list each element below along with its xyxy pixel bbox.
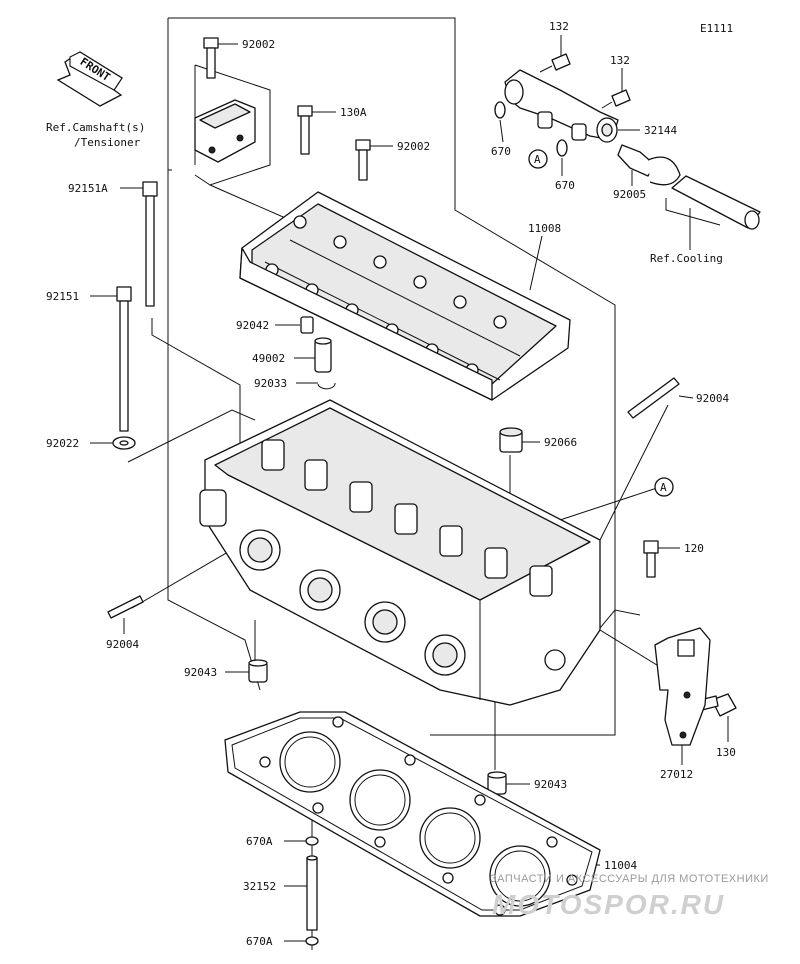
part-label-670A-top: 670A [246,835,273,848]
watermark-tagline: ЗАПЧАСТИ И АКСЕССУАРЫ ДЛЯ МОТОТЕХНИКИ [490,873,769,885]
part-label-92005: 92005 [613,188,646,201]
part-label-92022: 92022 [46,437,79,450]
washer-92022 [112,436,136,450]
part-label-11008: 11008 [528,222,561,235]
stud-92004-right [627,377,680,419]
bolt-132-b [601,89,631,109]
part-label-92004-left: 92004 [106,638,139,651]
callout-marker-a-top: A [528,149,548,169]
part-label-32152: 32152 [243,880,276,893]
bolt-92151A [142,181,158,307]
part-label-92002-top: 92002 [242,38,275,51]
part-label-92033: 92033 [254,377,287,390]
watermark: ЗАПЧАСТИ И АКСЕССУАРЫ ДЛЯ МОТОТЕХНИКИ MO… [490,873,769,920]
part-label-27012: 27012 [660,768,693,781]
part-label-92043-left: 92043 [184,666,217,679]
part-label-670-a: 670 [491,145,511,158]
part-label-670A-bottom: 670A [246,935,273,948]
part-label-92004-right: 92004 [696,392,729,405]
oring-670-a [494,101,506,119]
front-arrow-icon: FRONT [56,51,123,107]
exhaust-ports [239,529,466,676]
camshaft-bracket [194,99,256,163]
fitting-92005 [617,144,681,186]
part-label-92066: 92066 [544,436,577,449]
bracket-27012 [654,627,711,746]
watermark-site: MOTOSPOR.RU [492,889,725,920]
part-label-92042: 92042 [236,319,269,332]
part-label-130A: 130A [340,106,367,119]
oring-670A-bottom [305,936,319,946]
part-label-92002-mid: 92002 [397,140,430,153]
part-label-130: 130 [716,746,736,759]
part-label-670-b: 670 [555,179,575,192]
bolt-132-a [539,53,571,73]
hose-cooling [671,175,761,230]
part-label-49002: 49002 [252,352,285,365]
bolt-92002-mid [355,139,371,181]
dowel-92043-right [487,771,507,795]
dowel-92042 [300,316,314,334]
svg-text:A: A [660,481,667,494]
valve-49002 [314,337,332,373]
bolt-92151 [116,286,132,432]
cam-holder-11008 [239,191,571,401]
label-leaders [90,35,729,942]
part-label-92043-right: 92043 [534,778,567,791]
ref-camshaft-line2: /Tensioner [74,136,141,149]
part-label-132-a: 132 [549,20,569,33]
water-pipe-32144 [504,69,619,143]
part-label-92151: 92151 [46,290,79,303]
part-label-132-b: 132 [610,54,630,67]
bolt-92002-top [203,37,219,79]
ring-92033 [317,382,336,390]
stud-92004-left [107,595,144,619]
oring-670A-top [305,836,319,846]
ref-camshaft-line1: Ref.Camshaft(s) [46,121,145,134]
part-label-92151A: 92151A [68,182,108,195]
callout-marker-a-right: A [654,477,674,497]
bolt-130A [297,105,313,155]
part-label-32144: 32144 [644,124,677,137]
ref-cooling-label: Ref.Cooling [650,252,723,265]
oring-670-b [556,139,568,157]
dowel-92043-left [248,659,268,683]
svg-text:A: A [534,153,541,166]
seal-92066 [499,427,523,453]
cylinder-head [199,399,601,706]
head-valve-pockets [261,439,553,597]
part-label-11004: 11004 [604,859,637,872]
pipe-32152 [306,855,318,931]
diagram-code: E1111 [700,22,733,35]
bolt-120 [643,540,659,578]
head-gasket-11004 [224,711,601,917]
gasket-holes [259,716,578,916]
gasket-bores [279,731,551,907]
part-label-120: 120 [684,542,704,555]
part-labels: E1111 Ref.Camshaft(s) /Tensioner Ref.Coo… [46,20,736,948]
